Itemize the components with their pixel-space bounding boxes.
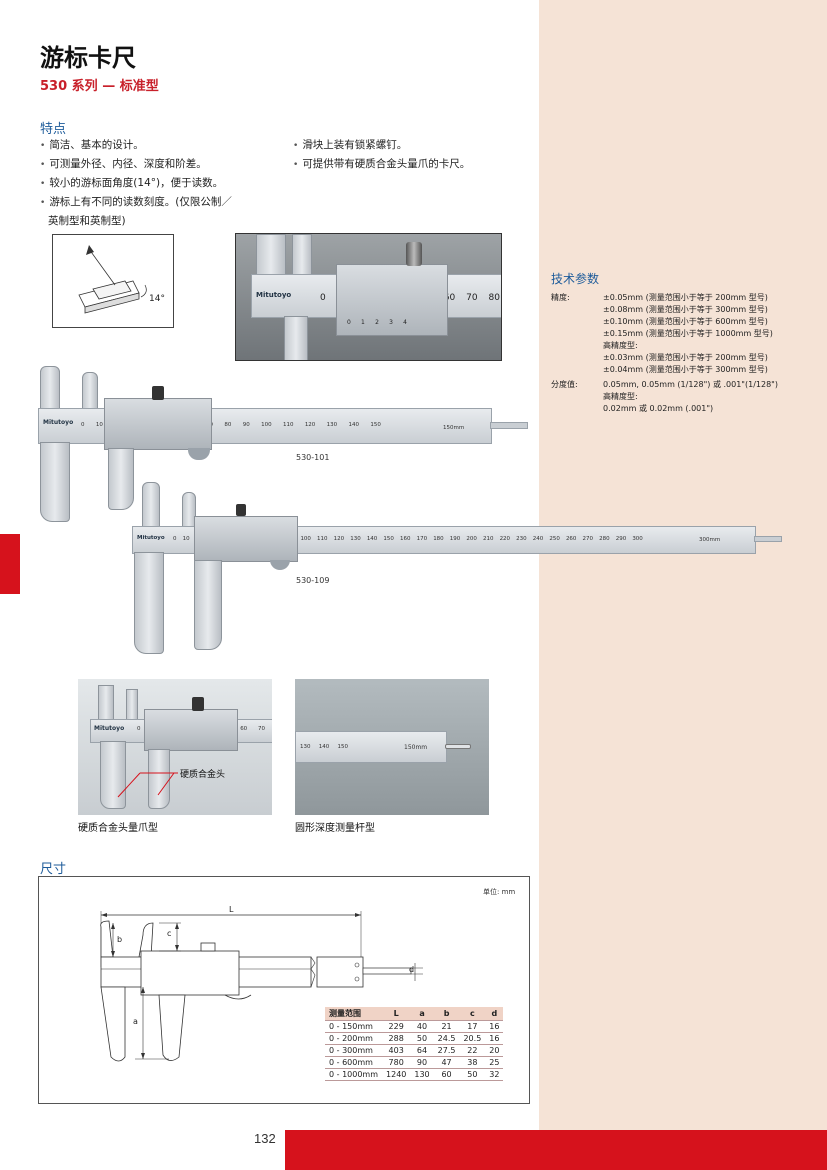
thumb-roller xyxy=(270,560,290,570)
feature-item: •简洁、基本的设计。 xyxy=(40,139,144,151)
carbide-photo-caption: 硬质合金头量爪型 xyxy=(78,823,158,834)
resolution-label: 分度值: xyxy=(551,380,578,389)
depth-rod xyxy=(490,422,528,429)
caliper1-brand: Mitutoyo xyxy=(43,419,74,426)
features-list-left: •简洁、基本的设计。 •可测量外径、内径、深度和阶差。 •较小的游标面角度(14… xyxy=(40,136,285,230)
features-heading: 特点 xyxy=(40,122,67,137)
outside-jaw-slide xyxy=(194,560,222,650)
photo-brand: Mitutoyo xyxy=(94,725,125,732)
thumb-roller xyxy=(188,448,210,460)
footer-bar xyxy=(285,1130,827,1170)
outside-jaw-slide xyxy=(108,448,134,510)
lock-screw xyxy=(152,386,164,400)
photo-slider xyxy=(144,709,238,751)
caliper2-end-label: 300mm xyxy=(699,537,721,543)
dimension-drawing xyxy=(100,911,423,1062)
accuracy-values: ±0.05mm (测量范围小于等于 200mm 型号) ±0.08mm (测量范… xyxy=(603,293,773,374)
inside-jaw-fixed xyxy=(142,482,160,528)
closeup-jaw-top2 xyxy=(292,234,312,276)
accuracy-label: 精度: xyxy=(551,293,570,302)
closeup-jaw-bottom xyxy=(284,316,308,360)
feature-item: •可提供带有硬质合金头量爪的卡尺。 xyxy=(293,158,471,170)
caliper2-brand: Mitutoyo xyxy=(137,535,165,541)
lock-screw xyxy=(236,504,246,516)
caliper2-model-label: 530-109 xyxy=(296,576,330,585)
feature-item: •可测量外径、内径、深度和阶差。 xyxy=(40,158,207,170)
dim-a-label: a xyxy=(133,1017,138,1026)
closeup-brand: Mitutoyo xyxy=(256,291,292,299)
page-number: 132 xyxy=(254,1131,276,1146)
carbide-jaw-photo: Mitutoyo 010203040506070 硬质合金头 xyxy=(78,679,272,815)
depth-photo-end-label: 150mm xyxy=(404,744,428,751)
callout-lines xyxy=(117,772,178,798)
depth-photo-caption: 圆形深度测量杆型 xyxy=(295,823,375,834)
feature-item: •滑块上装有锁紧螺钉。 xyxy=(293,139,408,151)
dimensions-box: 单位: mm xyxy=(38,876,530,1104)
resolution-values: 0.05mm, 0.05mm (1/128") 或 .001"(1/128") … xyxy=(603,380,778,413)
dim-c-label: c xyxy=(167,929,172,938)
vernier-slider xyxy=(104,398,212,450)
photo-jaw-bottom xyxy=(100,741,126,809)
carbide-callout-label: 硬质合金头 xyxy=(180,770,226,780)
round-depth-rod xyxy=(445,744,471,749)
feature-item-cont: 英制型和英制型) xyxy=(48,215,126,227)
features-list-right: •滑块上装有锁紧螺钉。 •可提供带有硬质合金头量爪的卡尺。 xyxy=(293,136,533,174)
outside-jaw-fixed xyxy=(40,442,70,522)
caliper-530-109: Mitutoyo 0102030405060708090100110120130… xyxy=(132,482,782,654)
depth-rod xyxy=(754,536,782,542)
dim-d-label: d xyxy=(409,965,415,974)
tech-heading: 技术参数 xyxy=(551,272,600,286)
photo-lock-screw xyxy=(192,697,204,711)
dim-L-label: L xyxy=(229,905,234,914)
angle-label: 14° xyxy=(149,294,165,304)
table-header-row: 测量范围 L a b c d xyxy=(325,1007,504,1021)
caliper1-end-label: 150mm xyxy=(443,425,465,431)
outside-jaw-fixed xyxy=(134,552,164,654)
right-sidebar-panel xyxy=(539,0,827,1170)
feature-item: •较小的游标面角度(14°)，便于读数。 xyxy=(40,177,224,189)
page-subtitle: 530 系列 — 标准型 xyxy=(40,79,159,94)
closeup-lock-screw xyxy=(406,242,422,266)
caliper1-model-label: 530-101 xyxy=(296,453,330,462)
caliper-530-101: Mitutoyo 0102030405060708090100110120130… xyxy=(38,366,528,522)
page-title: 游标卡尺 xyxy=(40,44,136,72)
closeup-jaw-top xyxy=(256,234,286,276)
dimensions-heading: 尺寸 xyxy=(40,862,67,877)
vernier-angle-diagram: 14° xyxy=(52,234,174,328)
feature-item: •游标上有不同的读数刻度。(仅限公制／ xyxy=(40,196,232,208)
vernier-slider xyxy=(194,516,298,562)
dim-b-label: b xyxy=(117,935,123,944)
section-tab-marker xyxy=(0,534,20,594)
angle-diagram-svg: 14° xyxy=(78,245,165,314)
unit-label: 单位: mm xyxy=(483,888,516,896)
